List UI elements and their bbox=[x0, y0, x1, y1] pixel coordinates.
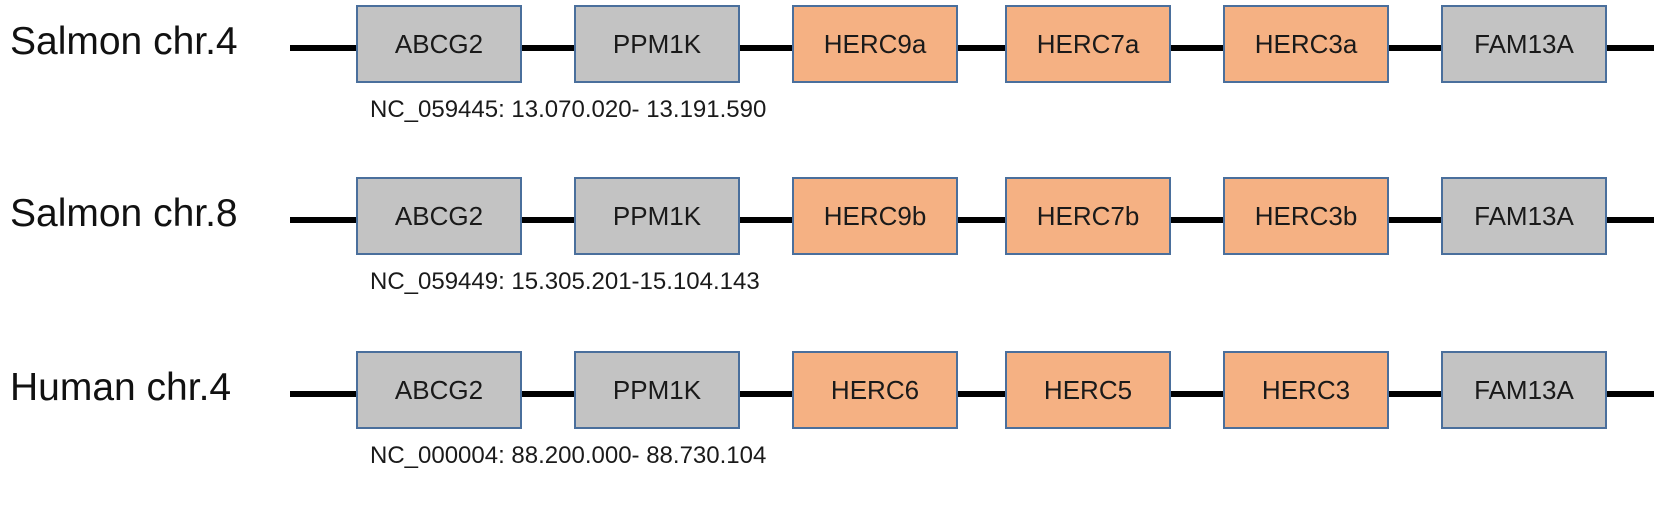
synteny-track-salmon-chr4: Salmon chr.4 ABCG2 PPM1K HERC9a HERC7a H… bbox=[0, 5, 1654, 123]
gene-box: HERC3a bbox=[1223, 5, 1389, 83]
gene-box: HERC7a bbox=[1005, 5, 1171, 83]
chromosome-line bbox=[290, 217, 1654, 223]
chromosome-line bbox=[290, 45, 1654, 51]
track-label: Human chr.4 bbox=[10, 366, 232, 409]
track-label: Salmon chr.8 bbox=[10, 192, 238, 235]
genomic-coordinates: NC_000004: 88.200.000- 88.730.104 bbox=[370, 442, 767, 469]
gene-box: PPM1K bbox=[574, 5, 740, 83]
gene-box: FAM13A bbox=[1441, 5, 1607, 83]
gene-box: HERC9b bbox=[792, 177, 958, 255]
gene-box: HERC5 bbox=[1005, 351, 1171, 429]
gene-box: ABCG2 bbox=[356, 5, 522, 83]
synteny-track-human-chr4: Human chr.4 ABCG2 PPM1K HERC6 HERC5 HERC… bbox=[0, 351, 1654, 469]
gene-box: HERC9a bbox=[792, 5, 958, 83]
gene-box: FAM13A bbox=[1441, 177, 1607, 255]
gene-box: ABCG2 bbox=[356, 177, 522, 255]
genomic-coordinates: NC_059449: 15.305.201-15.104.143 bbox=[370, 268, 760, 295]
synteny-track-salmon-chr8: Salmon chr.8 ABCG2 PPM1K HERC9b HERC7b H… bbox=[0, 177, 1654, 295]
gene-box: PPM1K bbox=[574, 351, 740, 429]
gene-box: ABCG2 bbox=[356, 351, 522, 429]
chromosome-line bbox=[290, 391, 1654, 397]
gene-box: PPM1K bbox=[574, 177, 740, 255]
gene-box: FAM13A bbox=[1441, 351, 1607, 429]
gene-box: HERC7b bbox=[1005, 177, 1171, 255]
track-label: Salmon chr.4 bbox=[10, 20, 238, 63]
gene-box: HERC3 bbox=[1223, 351, 1389, 429]
genomic-coordinates: NC_059445: 13.070.020- 13.191.590 bbox=[370, 96, 767, 123]
gene-box: HERC6 bbox=[792, 351, 958, 429]
gene-box: HERC3b bbox=[1223, 177, 1389, 255]
